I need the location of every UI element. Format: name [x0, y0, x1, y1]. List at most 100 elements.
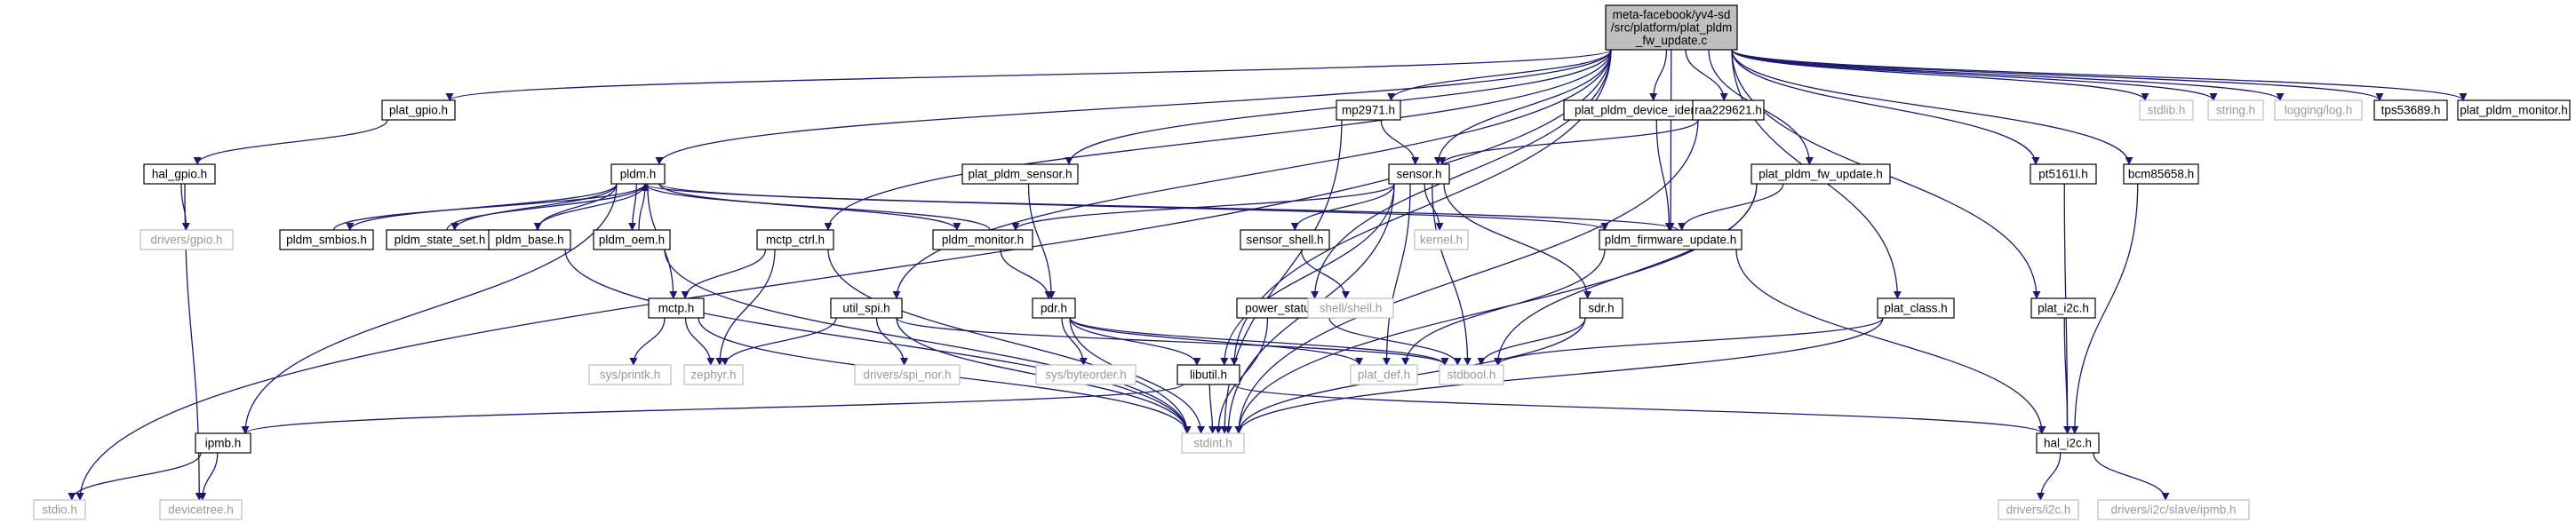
- node-plat-i2c-h[interactable]: plat_i2c.h: [2030, 297, 2096, 319]
- edge-libutil_h-to-stdint_h: [1208, 384, 1217, 434]
- node-label: sdr.h: [1588, 302, 1614, 315]
- node-label: pldm_monitor.h: [942, 234, 1024, 247]
- node-sdr-h[interactable]: sdr.h: [1579, 297, 1623, 319]
- node-plat-gpio-h[interactable]: plat_gpio.h: [381, 99, 456, 121]
- node-box: [2373, 99, 2448, 121]
- node-label: stdbool.h: [1448, 368, 1496, 382]
- node-mctp-ctrl-h[interactable]: mctp_ctrl.h: [756, 229, 834, 250]
- nodes-layer: meta-facebook/yv4-sd/src/platform/plat_p…: [33, 4, 2571, 520]
- edge-plat_class_h-to-stdbool_h: [1494, 317, 1884, 366]
- edge-ipmb_h-to-devicetree_h: [198, 452, 219, 501]
- node-sensor-shell-h[interactable]: sensor_shell.h: [1240, 229, 1330, 250]
- node-label: zephyr.h: [690, 368, 736, 382]
- node-label: pldm_base.h: [495, 234, 563, 247]
- node-ipmb-h[interactable]: ipmb.h: [195, 432, 251, 454]
- node-tps53689-h[interactable]: tps53689.h: [2373, 99, 2448, 121]
- edge-mctp_ctrl_h-to-stdint_h: [827, 249, 1192, 434]
- node-label: sys/printk.h: [600, 368, 660, 382]
- edge-root-to-stdlib_h: [1731, 49, 2149, 101]
- edge-sensor_h-to-sdr_h: [1443, 183, 1592, 299]
- node-pldm-oem-h[interactable]: pldm_oem.h: [593, 229, 671, 250]
- node-box: [1336, 99, 1401, 121]
- node-label: pldm.h: [620, 168, 657, 181]
- node-label: mctp.h: [658, 302, 695, 315]
- node-sys-byteorder-h: sys/byteorder.h: [1035, 364, 1136, 385]
- node-hal-i2c-h[interactable]: hal_i2c.h: [2036, 432, 2100, 454]
- node-box: [1605, 4, 1738, 51]
- edge-raa229621_h-to-sensor_h: [1438, 119, 1699, 165]
- edge-plat_class_h-to-stdint_h: [1234, 317, 1884, 434]
- edge-root-to-logging_log_h: [1731, 49, 2285, 101]
- node-stdint-h: stdint.h: [1181, 432, 1245, 454]
- node-box: [648, 297, 705, 319]
- edge-root-to-plat_pldm_monitor_h: [1731, 49, 2468, 101]
- node-kernel-h: kernel.h: [1414, 229, 1469, 250]
- node-root[interactable]: meta-facebook/yv4-sd/src/platform/plat_p…: [1605, 4, 1738, 51]
- node-pt5161l-h[interactable]: pt5161l.h: [2030, 163, 2097, 185]
- node-zephyr-h: zephyr.h: [683, 364, 744, 385]
- edge-pldm_monitor_h-to-pdr_h: [1000, 249, 1053, 299]
- edge-pldm_state_set_h-to-pldm_h: [446, 183, 650, 231]
- node-pdr-h[interactable]: pdr.h: [1032, 297, 1076, 319]
- node-label: stdint.h: [1193, 437, 1232, 450]
- node-stdlib-h: stdlib.h: [2139, 99, 2194, 121]
- node-plat-pldm-monitor-h[interactable]: plat_pldm_monitor.h: [2457, 99, 2571, 121]
- edge-libutil_h-to-ipmb_h: [241, 384, 1184, 434]
- node-label: hal_i2c.h: [2044, 437, 2092, 450]
- node-libutil-h[interactable]: libutil.h: [1176, 364, 1240, 385]
- node-label: plat_pldm_fw_update.h: [1759, 168, 1883, 181]
- node-label: _fw_update.c: [1635, 34, 1708, 47]
- node-box: [2030, 163, 2097, 185]
- edge-root-to-mp2971_h: [1387, 49, 1612, 101]
- node-box: [195, 432, 251, 454]
- node-label: plat_i2c.h: [2038, 302, 2089, 315]
- node-bcm85658-h[interactable]: bcm85658.h: [2123, 163, 2199, 185]
- node-box: [854, 364, 961, 385]
- edge-plat_pldm_fw_update_h-to-pldm_firmware_update_h: [1678, 183, 1784, 231]
- node-label: bcm85658.h: [2128, 168, 2194, 181]
- node-plat-pldm-fw-update-h[interactable]: plat_pldm_fw_update.h: [1751, 163, 1891, 185]
- node-box: [756, 229, 834, 250]
- node-box: [1240, 229, 1330, 250]
- edge-plat_pldm_device_identifier_h-to-pldm_firmware_update_h: [1655, 119, 1673, 231]
- node-raa229621-h[interactable]: raa229621.h: [1692, 99, 1765, 121]
- node-label: plat_pldm_device_identifier.h: [1575, 104, 1729, 117]
- node-box: [140, 229, 234, 250]
- edge-mctp_h-to-zephyr_h: [684, 317, 715, 366]
- node-pldm-smbios-h[interactable]: pldm_smbios.h: [279, 229, 374, 250]
- node-devicetree-h: devicetree.h: [159, 499, 243, 520]
- node-box: [610, 163, 666, 185]
- node-mctp-h[interactable]: mctp.h: [648, 297, 705, 319]
- edge-root-to-string_h: [1731, 49, 2218, 101]
- edge-root-to-mctp_ctrl_h: [824, 49, 1612, 231]
- node-label: kernel.h: [1420, 234, 1463, 247]
- edges-layer: [68, 49, 2468, 501]
- node-plat-pldm-sensor-h[interactable]: plat_pldm_sensor.h: [961, 163, 1079, 185]
- node-box: [488, 229, 571, 250]
- node-label: drivers/i2c.h: [2006, 503, 2071, 517]
- edge-pldm_smbios_h-to-pldm_h: [332, 183, 650, 231]
- node-pldm-base-h[interactable]: pldm_base.h: [488, 229, 571, 250]
- node-pldm-monitor-h[interactable]: pldm_monitor.h: [932, 229, 1033, 250]
- node-box: [143, 163, 216, 185]
- edge-sensor_h-to-stdbool_h: [1432, 183, 1472, 366]
- node-pldm-firmware-update-h[interactable]: pldm_firmware_update.h: [1599, 229, 1743, 250]
- node-box: [588, 364, 672, 385]
- node-label: drivers/gpio.h: [150, 234, 222, 247]
- edge-pldm_h-to-pldm_firmware_update_h: [658, 183, 1609, 231]
- node-hal-gpio-h[interactable]: hal_gpio.h: [143, 163, 216, 185]
- node-pldm-state-set-h[interactable]: pldm_state_set.h: [386, 229, 494, 250]
- node-util-spi-h[interactable]: util_spi.h: [830, 297, 903, 319]
- edge-pdr_h-to-libutil_h: [1069, 317, 1201, 366]
- node-box: [1439, 364, 1504, 385]
- node-label: pldm_state_set.h: [395, 234, 486, 247]
- node-box: [1692, 99, 1765, 121]
- node-label: plat_pldm_sensor.h: [968, 168, 1072, 181]
- edge-libutil_h-to-hal_i2c_h: [1233, 384, 2046, 434]
- node-mp2971-h[interactable]: mp2971.h: [1336, 99, 1401, 121]
- node-plat-class-h[interactable]: plat_class.h: [1877, 297, 1955, 319]
- node-sensor-h[interactable]: sensor.h: [1388, 163, 1450, 185]
- node-pldm-h[interactable]: pldm.h: [610, 163, 666, 185]
- node-box: [159, 499, 243, 520]
- edge-mctp_ctrl_h-to-zephyr_h: [715, 249, 776, 366]
